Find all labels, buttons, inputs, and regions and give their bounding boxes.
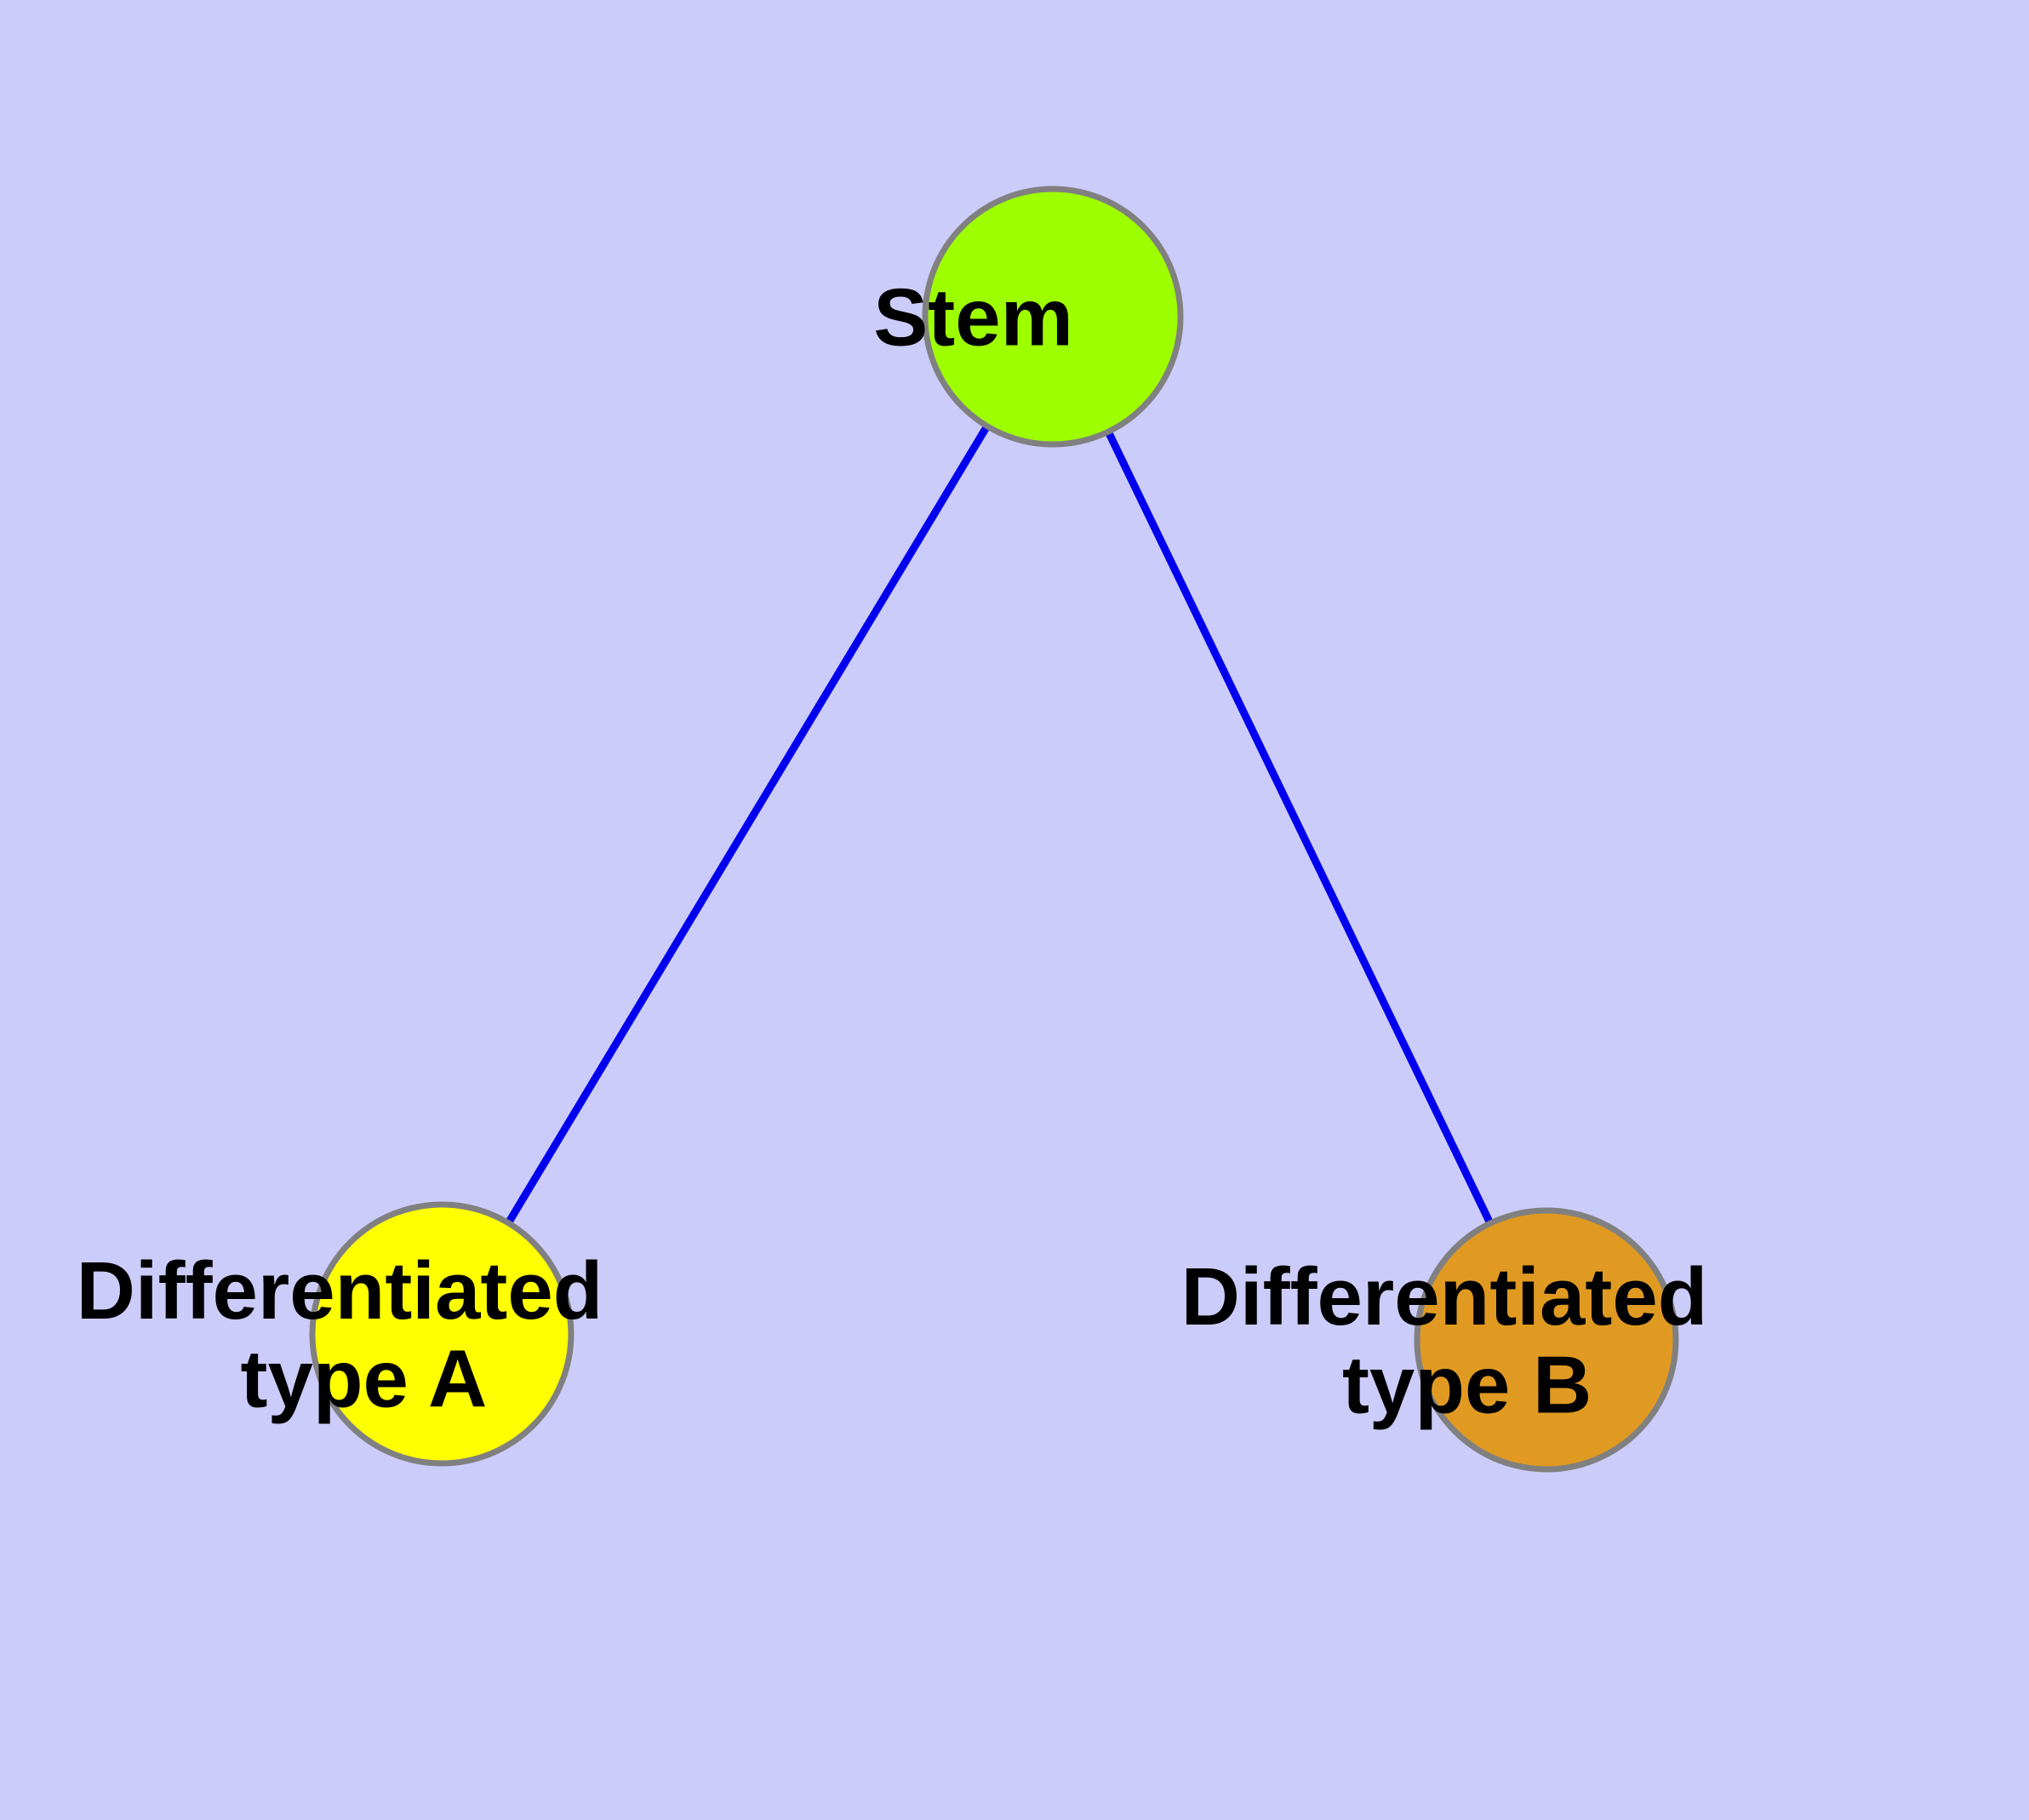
node-differentiated-type-b[interactable] [1414,1207,1679,1473]
node-label-differentiated-type-b-line2: type B [1342,1339,1592,1430]
label-layer: Stem Differentiated type A Differentiate… [0,0,1708,1431]
edge-layer [438,314,1551,1342]
node-label-differentiated-type-b-line1: Differentiated [1181,1251,1708,1342]
node-differentiated-type-a[interactable] [309,1201,574,1467]
node-layer [309,186,1679,1473]
edge-stem-to-differentiated-type-b[interactable] [1049,315,1551,1342]
edge-stem-to-differentiated-type-a[interactable] [438,314,1056,1336]
node-stem[interactable] [922,186,1184,448]
node-label-differentiated-type-a-line1: Differentiated [77,1245,603,1336]
node-label-stem-line1: Stem [873,272,1073,363]
node-label-stem: Stem [0,0,1232,363]
node-label-differentiated-type-a: Differentiated type A [0,0,807,1424]
node-label-differentiated-type-a-line2: type A [241,1333,486,1424]
node-label-differentiated-type-b: Differentiated type B [1181,1251,1708,1431]
